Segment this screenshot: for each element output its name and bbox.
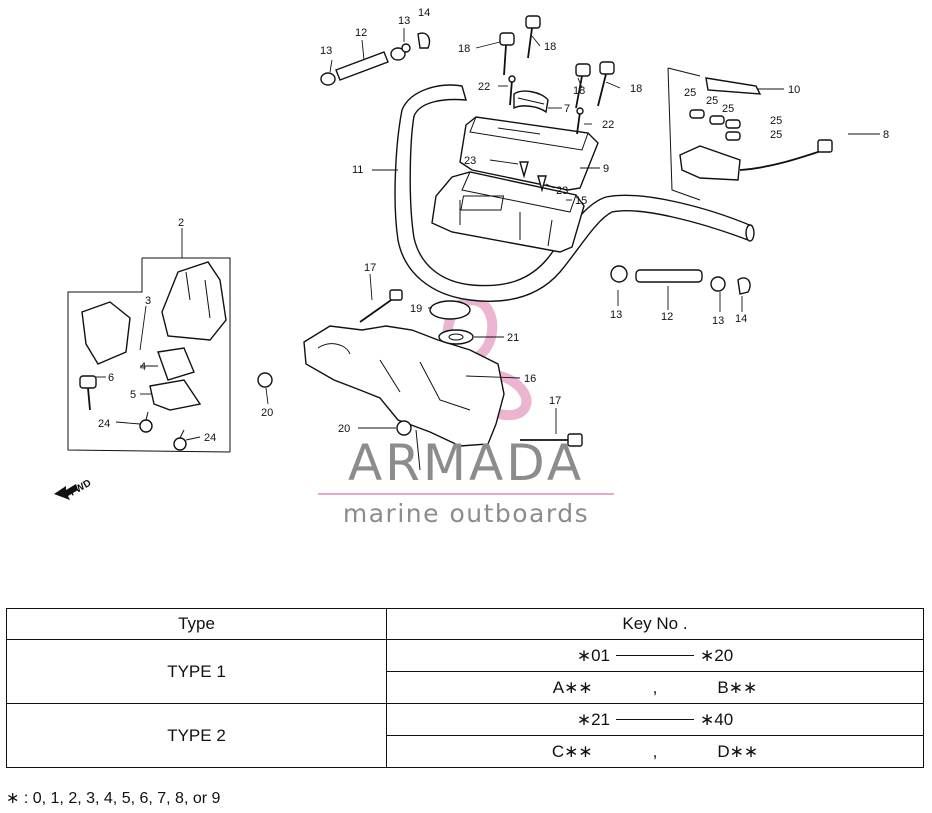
letter-a: A∗∗ — [552, 677, 593, 697]
callout-14b: 14 — [735, 313, 747, 325]
callout-17b: 17 — [549, 395, 561, 407]
callout-23a: 23 — [464, 155, 476, 167]
holder-bolts-part — [499, 15, 615, 109]
callout-13a: 13 — [320, 45, 332, 57]
callout-25a: 25 — [684, 87, 696, 99]
letter-b: B∗∗ — [717, 677, 758, 697]
ignition-switch-assembly-part — [67, 257, 231, 453]
clamp-bolts-part — [359, 289, 583, 447]
callout-20b: 20 — [338, 423, 350, 435]
callout-20a: 20 — [261, 407, 273, 419]
callout-19: 19 — [410, 303, 422, 315]
callout-18d: 18 — [630, 83, 642, 95]
callout-13d: 13 — [712, 315, 724, 327]
callout-22a: 22 — [478, 81, 490, 93]
table-row: C∗∗ , D∗∗ — [7, 735, 924, 768]
callout-6: 6 — [108, 372, 114, 384]
callout-25b: 25 — [706, 95, 718, 107]
key-letters-cell: A∗∗ , B∗∗ — [386, 671, 924, 704]
callout-3: 3 — [145, 295, 151, 307]
callout-9: 9 — [603, 163, 609, 175]
callout-2: 2 — [178, 217, 184, 229]
steering-clamp-part — [303, 300, 505, 447]
letter-a: C∗∗ — [551, 741, 593, 761]
callout-18c: 18 — [573, 85, 585, 97]
screws-and-grip-part — [508, 75, 584, 135]
callout-15: 15 — [575, 195, 587, 207]
key-range-cell: ∗21 ∗40 — [386, 703, 924, 736]
callout-16: 16 — [524, 373, 536, 385]
callout-labels: 13 12 13 14 18 18 22 7 18 18 22 10 25 25… — [68, 7, 889, 499]
table-row: TYPE 1 ∗01 ∗20 — [6, 639, 924, 704]
callout-7: 7 — [564, 103, 570, 115]
range-end: ∗40 — [700, 709, 734, 729]
type-cell: TYPE 2 — [6, 703, 387, 768]
range-dash — [616, 719, 694, 720]
header-type: Type — [6, 608, 387, 640]
key-letters-cell: C∗∗ , D∗∗ — [386, 735, 924, 768]
callout-25e: 25 — [770, 129, 782, 141]
callout-12b: 12 — [661, 311, 673, 323]
cap-nuts-part — [257, 372, 421, 471]
key-number-table: Type Key No . TYPE 1 ∗01 ∗20 A∗∗ , B∗∗ T… — [6, 608, 924, 768]
lower-holder-part — [431, 171, 585, 253]
callout-23b: 23 — [556, 185, 568, 197]
callout-24a: 24 — [98, 418, 110, 430]
callout-21: 21 — [507, 332, 519, 344]
letter-b: D∗∗ — [717, 741, 759, 761]
table-header-row: Type Key No . — [6, 608, 924, 640]
leader-lines — [96, 28, 880, 441]
watermark: ARMADA marine outboards — [318, 434, 614, 528]
callout-25c: 25 — [722, 103, 734, 115]
small-screws-part — [519, 161, 547, 193]
callout-25d: 25 — [770, 115, 782, 127]
upper-holder-part — [459, 116, 599, 191]
range-dash — [616, 655, 694, 656]
handlebar-part — [394, 84, 755, 302]
header-key-no: Key No . — [386, 608, 924, 640]
callout-17a: 17 — [364, 262, 376, 274]
watermark-title: ARMADA — [348, 434, 584, 492]
fwd-label: FWD — [68, 478, 93, 499]
callout-18b: 18 — [544, 41, 556, 53]
range-start: ∗01 — [576, 645, 610, 665]
forward-arrow-icon — [54, 484, 78, 500]
range-end: ∗20 — [700, 645, 734, 665]
callout-22b: 22 — [602, 119, 614, 131]
callout-13b: 13 — [398, 15, 410, 27]
callout-24b: 24 — [204, 432, 216, 444]
callout-4: 4 — [140, 361, 146, 373]
type-cell: TYPE 1 — [6, 639, 387, 704]
callout-18a: 18 — [458, 43, 470, 55]
callout-12a: 12 — [355, 27, 367, 39]
callout-13c: 13 — [610, 309, 622, 321]
callout-5: 5 — [130, 389, 136, 401]
watermark-subtitle: marine outboards — [343, 499, 589, 528]
callout-10: 10 — [788, 84, 800, 96]
switch-assembly-part — [667, 67, 833, 201]
letter-separator: , — [652, 677, 658, 697]
callout-8: 8 — [883, 129, 889, 141]
range-start: ∗21 — [576, 709, 610, 729]
callout-14a: 14 — [418, 7, 430, 19]
footnote: ∗ : 0, 1, 2, 3, 4, 5, 6, 7, 8, or 9 — [6, 790, 221, 807]
letter-separator: , — [652, 741, 658, 761]
parts-diagram: 13 12 13 14 18 18 22 7 18 18 22 10 25 25… — [54, 7, 889, 528]
key-range-cell: ∗01 ∗20 — [386, 639, 924, 672]
table-row: TYPE 2 ∗21 ∗40 — [6, 703, 924, 768]
callout-11: 11 — [352, 164, 363, 176]
table-row: A∗∗ , B∗∗ — [7, 671, 924, 704]
upper-damper-part — [320, 32, 431, 86]
lower-damper-part — [610, 265, 751, 295]
